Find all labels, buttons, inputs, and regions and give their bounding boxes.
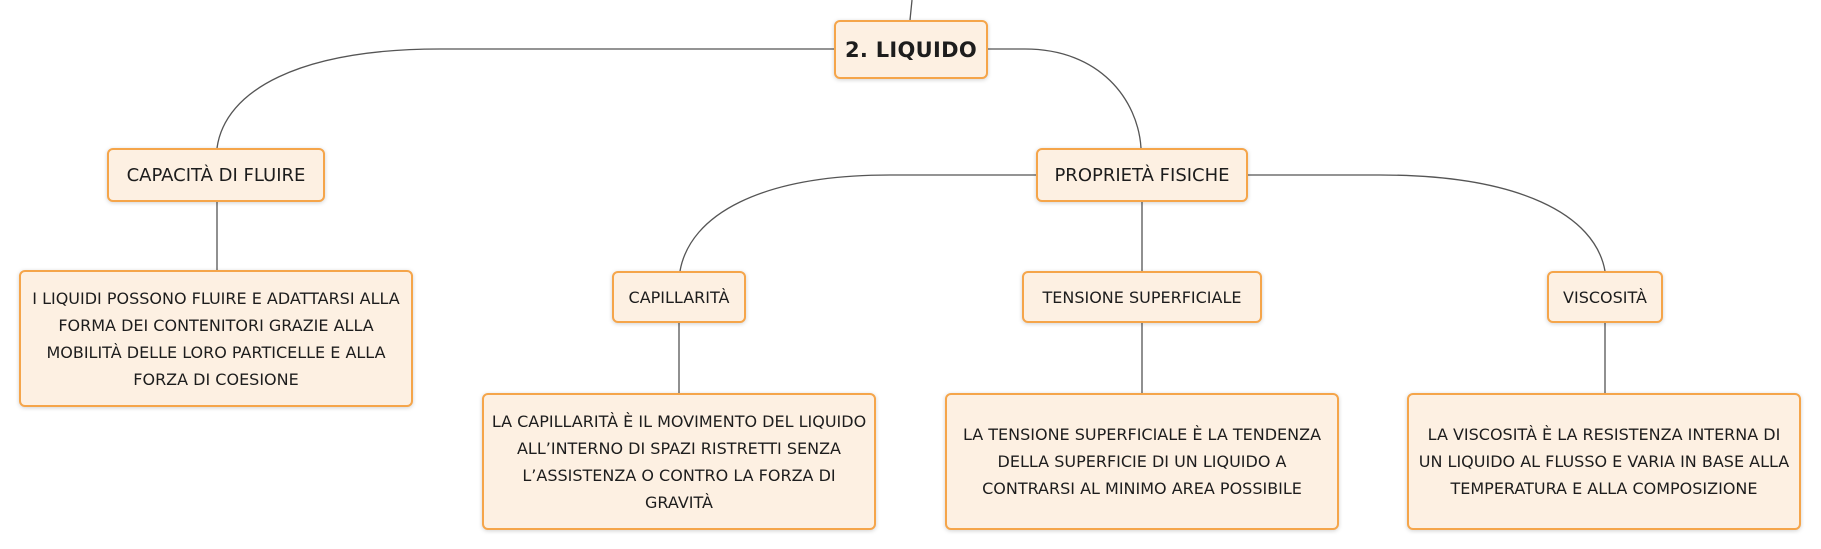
- connector-parent-to-root: [909, 0, 913, 21]
- node-viscosita[interactable]: VISCOSITÀ: [1547, 271, 1663, 323]
- node-capillarita[interactable]: CAPILLARITÀ: [612, 271, 746, 323]
- node-tensione-superficiale[interactable]: TENSIONE SUPERFICIALE: [1022, 271, 1262, 323]
- connector-root-to-fluire: [216, 48, 834, 149]
- node-fluire-description-text: I LIQUIDI POSSONO FLUIRE E ADATTARSI ALL…: [32, 288, 400, 389]
- node-capillarita-label: CAPILLARITÀ: [628, 287, 730, 307]
- connector-proprieta-to-capillarita: [679, 174, 1036, 272]
- node-capacita-di-fluire-label: CAPACITÀ DI FLUIRE: [126, 164, 306, 186]
- root-node-label: 2. LIQUIDO: [844, 37, 978, 62]
- node-viscosita-description-text: LA VISCOSITÀ È LA RESISTENZA INTERNA DI …: [1418, 425, 1790, 498]
- node-tensione-description[interactable]: LA TENSIONE SUPERFICIALE È LA TENDENZA D…: [945, 393, 1339, 530]
- connector-root-to-proprieta: [988, 48, 1142, 149]
- node-proprieta-fisiche[interactable]: PROPRIETÀ FISICHE: [1036, 148, 1248, 202]
- node-tensione-superficiale-label: TENSIONE SUPERFICIALE: [1042, 287, 1242, 307]
- root-node[interactable]: 2. LIQUIDO: [834, 20, 988, 79]
- node-viscosita-description[interactable]: LA VISCOSITÀ È LA RESISTENZA INTERNA DI …: [1407, 393, 1801, 530]
- node-proprieta-fisiche-label: PROPRIETÀ FISICHE: [1054, 164, 1230, 186]
- node-tensione-description-text: LA TENSIONE SUPERFICIALE È LA TENDENZA D…: [962, 425, 1322, 498]
- node-capacita-di-fluire[interactable]: CAPACITÀ DI FLUIRE: [107, 148, 325, 202]
- node-fluire-description[interactable]: I LIQUIDI POSSONO FLUIRE E ADATTARSI ALL…: [19, 270, 413, 407]
- connector-proprieta-to-viscosita: [1248, 174, 1606, 272]
- node-viscosita-label: VISCOSITÀ: [1563, 287, 1647, 307]
- node-capillarita-description-text: LA CAPILLARITÀ È IL MOVIMENTO DEL LIQUID…: [491, 411, 867, 512]
- node-capillarita-description[interactable]: LA CAPILLARITÀ È IL MOVIMENTO DEL LIQUID…: [482, 393, 876, 530]
